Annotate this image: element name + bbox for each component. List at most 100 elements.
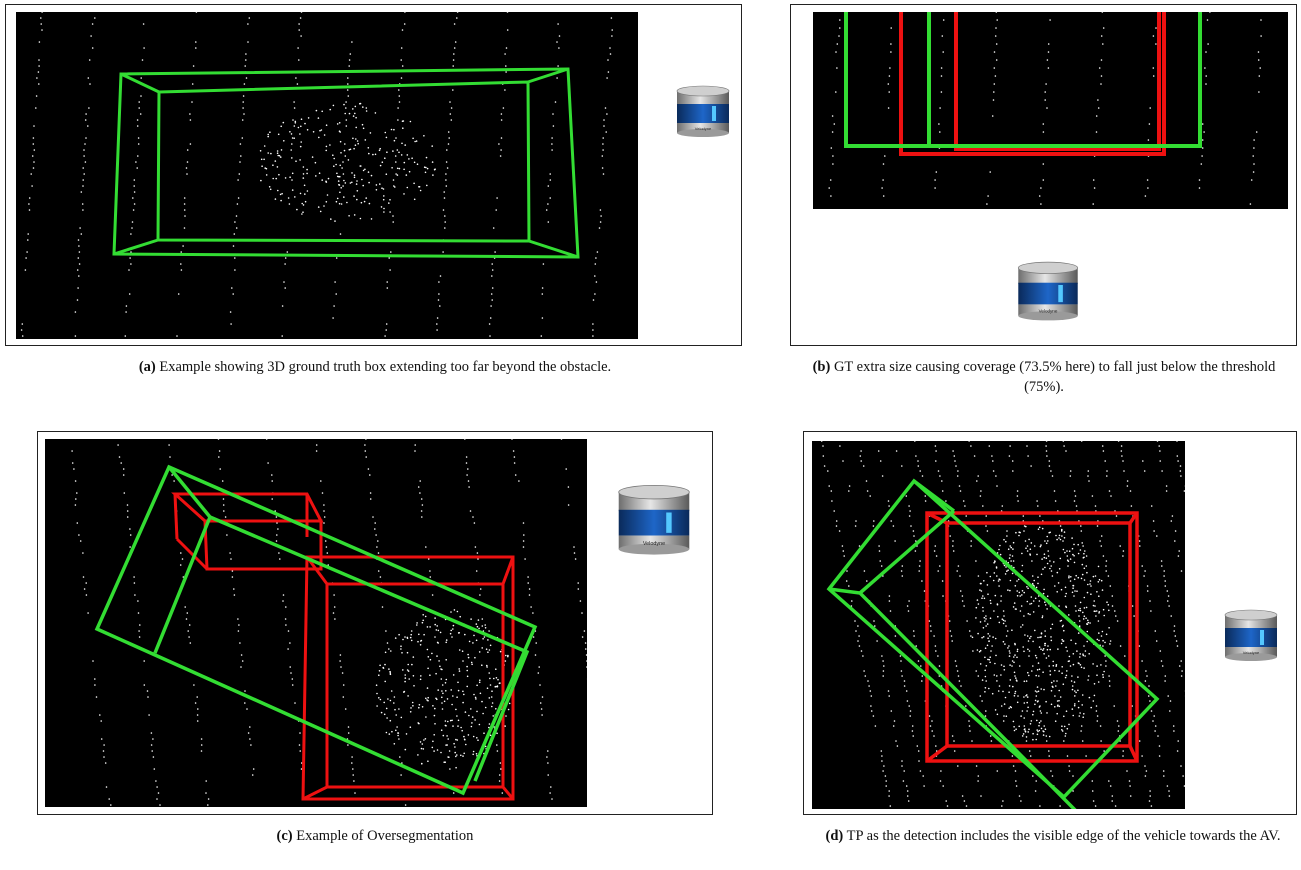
lidar-point <box>393 743 396 745</box>
lidar-point <box>979 663 982 665</box>
lidar-point <box>403 161 406 164</box>
lidar-point <box>87 77 90 79</box>
lidar-point <box>100 720 102 722</box>
lidar-point <box>354 144 357 146</box>
lidar-point <box>1062 683 1065 685</box>
lidar-point <box>83 588 86 590</box>
lidar-point <box>885 780 887 782</box>
lidar-point <box>1130 505 1133 507</box>
lidar-point <box>1068 765 1070 767</box>
lidar-point <box>1048 665 1050 667</box>
lidar-point <box>1050 565 1052 567</box>
lidar-point <box>996 675 998 677</box>
lidar-point <box>1048 465 1051 467</box>
lidar-point <box>1146 590 1149 592</box>
lidar-point <box>862 465 865 467</box>
lidar-point <box>422 614 425 616</box>
lidar-point <box>1094 805 1097 807</box>
lidar-point <box>286 251 289 253</box>
lidar-point <box>1257 51 1260 53</box>
lidar-point <box>1091 780 1094 782</box>
lidar-point <box>1052 660 1054 663</box>
lidar-point <box>954 660 957 662</box>
lidar-point <box>302 177 305 179</box>
lidar-point <box>1038 706 1041 708</box>
lidar-point <box>306 172 308 175</box>
lidar-point <box>370 218 373 220</box>
lidar-point <box>38 65 40 67</box>
lidar-point <box>1014 675 1016 677</box>
lidar-point <box>1063 715 1065 718</box>
lidar-point <box>337 180 340 182</box>
lidar-point <box>237 197 240 199</box>
lidar-point <box>1141 660 1143 662</box>
lidar-point <box>1052 664 1055 667</box>
lidar-point <box>541 287 544 289</box>
lidar-point <box>912 630 915 632</box>
lidar-point <box>1012 548 1014 550</box>
lidar-point <box>1114 805 1117 807</box>
lidar-point <box>601 167 604 169</box>
lidar-point <box>365 107 368 109</box>
lidar-point <box>938 665 941 667</box>
lidar-point <box>558 35 561 37</box>
lidar-point <box>1075 610 1077 612</box>
lidar-point <box>352 108 354 110</box>
lidar-point <box>1100 59 1103 61</box>
detection-box-d <box>925 511 1139 763</box>
lidar-point <box>332 104 335 107</box>
lidar-point <box>490 293 493 295</box>
lidar-point <box>420 510 423 512</box>
lidar-point <box>261 165 263 167</box>
lidar-point <box>1104 460 1106 462</box>
lidar-point <box>1065 710 1068 712</box>
lidar-point <box>994 35 997 37</box>
lidar-point <box>102 750 105 752</box>
lidar-point <box>445 185 448 187</box>
lidar-point <box>429 658 432 661</box>
lidar-point <box>124 335 127 337</box>
lidar-point <box>36 77 38 79</box>
lidar-point <box>323 504 325 506</box>
lidar-point <box>977 603 980 605</box>
lidar-point <box>416 624 418 626</box>
lidar-point <box>156 798 158 800</box>
lidar-point <box>1116 620 1119 622</box>
lidar-point <box>452 725 454 727</box>
lidar-point <box>988 658 991 661</box>
lidar-point <box>1083 615 1086 617</box>
lidar-point <box>1105 660 1107 662</box>
lidar-point <box>320 480 322 482</box>
lidar-point <box>970 635 972 637</box>
lidar-point <box>1068 614 1070 616</box>
lidar-point <box>468 486 470 488</box>
lidar-point <box>1066 727 1069 730</box>
lidar-point <box>363 200 366 203</box>
lidar-point <box>397 734 399 737</box>
lidar-point <box>1122 750 1124 752</box>
lidar-point <box>82 552 84 554</box>
lidar-point <box>299 145 302 148</box>
lidar-point <box>1072 775 1074 777</box>
lidar-point <box>1013 671 1016 674</box>
lidar-point <box>1111 595 1114 597</box>
lidar-point <box>979 621 982 623</box>
lidar-point <box>353 174 356 176</box>
lidar-point <box>338 130 341 132</box>
lidar-point <box>267 462 269 464</box>
lidar-point <box>585 648 587 650</box>
lidar-point <box>1149 795 1151 797</box>
lidar-point <box>1095 710 1098 712</box>
lidar-point <box>910 525 912 527</box>
lidar-point <box>1066 559 1069 561</box>
lidar-point <box>1046 648 1049 651</box>
lidar-point <box>986 584 989 586</box>
lidar-point <box>418 722 420 725</box>
lidar-point <box>1203 131 1205 133</box>
lidar-point <box>472 750 475 753</box>
lidar-point <box>1027 587 1029 590</box>
lidar-point <box>874 625 876 627</box>
lidar-point <box>141 59 144 61</box>
lidar-point <box>988 687 990 690</box>
lidar-point <box>1038 724 1040 727</box>
